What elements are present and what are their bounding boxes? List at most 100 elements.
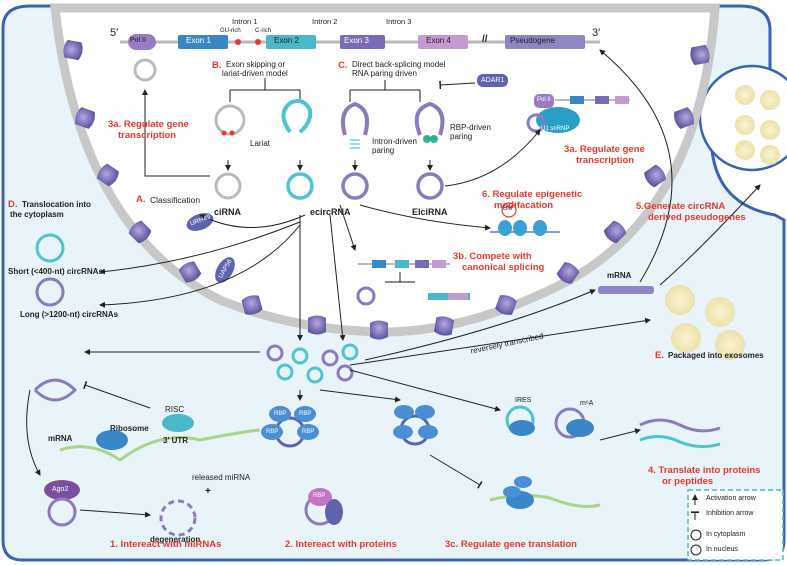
- func-4b: or peptides: [662, 476, 714, 487]
- func-3a-right2: transcription: [576, 155, 635, 166]
- five-prime-label: 5′: [110, 27, 119, 39]
- model-b-text: Exon skipping or: [226, 60, 286, 69]
- legend-nucleus: In nucleus: [706, 546, 738, 553]
- func-5b: derived pseudogenes: [648, 212, 746, 223]
- rbp-2: RBP: [299, 411, 312, 417]
- exosome-e-text: Packaged into exosomes: [668, 351, 764, 360]
- intron2-label: Intron 2: [312, 17, 338, 26]
- degeneration-label: degeneration: [150, 535, 201, 544]
- ciRNA-label: ciRNA: [214, 207, 242, 217]
- ecircRNA-circle-a: [286, 172, 314, 200]
- pol2-label: Pol II: [130, 37, 146, 44]
- model-c-letter: C.: [338, 60, 348, 71]
- risc-shape: [162, 414, 194, 432]
- exon4-label: Exon 4: [426, 36, 451, 45]
- gu-rich-label: GU-rich: [220, 28, 241, 34]
- rbp-4: RBP: [302, 429, 315, 435]
- rbp-5: RBP: [313, 493, 326, 499]
- func-3c: 3c. Regulate gene translation: [445, 539, 577, 550]
- func-1: 1. Intereact with miRNAs: [110, 539, 222, 550]
- break-mark: //: [482, 34, 488, 45]
- exon3-label: Exon 3: [344, 36, 369, 45]
- nuclear-pores: [63, 39, 710, 340]
- ago2-shape: [44, 480, 80, 500]
- pol2-ring: [133, 58, 157, 82]
- exon1-label: Exon 1: [186, 36, 211, 45]
- exon2-label: Exon 2: [274, 36, 299, 45]
- rbp-1: RBP: [274, 411, 287, 417]
- adar1-badge: ADAR1: [477, 74, 509, 88]
- func-d-text2: the cytoplasm: [10, 210, 64, 219]
- exon4-block: [418, 35, 468, 49]
- ciRNA-circle: [214, 172, 242, 200]
- pol2-right-label: Pol II: [537, 97, 551, 103]
- lariat-shape: [281, 99, 313, 134]
- pol2-shape: [128, 34, 156, 50]
- rbp-driven-label2: paring: [450, 132, 473, 141]
- class-a-text: Classification: [150, 195, 201, 205]
- exon2-block: [266, 35, 316, 49]
- func-d-text: Translocation into: [22, 200, 91, 209]
- func-4: 4. Translate into proteins: [648, 465, 761, 476]
- func-d-letter: D.: [8, 199, 18, 210]
- rbp-3: RBP: [266, 429, 279, 435]
- class-a-letter: A.: [136, 194, 146, 205]
- exosome-particles: [665, 85, 780, 360]
- model-b-letter: B.: [212, 60, 222, 71]
- nucleus: [49, 3, 720, 337]
- func-3b2: canonical splicing: [462, 262, 545, 273]
- intron-paring-loop: [341, 101, 369, 136]
- risc-label: RISC: [165, 405, 185, 414]
- mrna-bar: [598, 286, 654, 294]
- c-rich-label: C-rich: [255, 28, 271, 34]
- short-label: Short (<400-nt) circRNAs: [8, 267, 103, 276]
- ires-label: IRES: [515, 397, 532, 404]
- legend-inhibition: Inhibition arrow: [706, 510, 754, 517]
- m6a-label: m⁶A: [580, 400, 594, 407]
- long-label: Long (>1200-nt) circRNAs: [20, 310, 119, 319]
- mrna-left-label: mRNA: [48, 434, 73, 443]
- func-5: 5.Generate circRNA: [636, 201, 726, 212]
- lariat-label: Lariat: [250, 139, 271, 148]
- exon1-block: [178, 35, 228, 49]
- intron1-label: Intron 1: [232, 17, 258, 26]
- EIciRNA-circle: [416, 172, 444, 200]
- func-3a-left2: transcription: [118, 130, 177, 141]
- c-rich-site: [255, 39, 261, 45]
- exon3-block: [340, 35, 385, 49]
- circrna-cluster: [266, 343, 359, 384]
- ecircRNA-label: ecircRNA: [310, 207, 351, 217]
- func-6b: modifacation: [494, 200, 554, 211]
- legend-box: [687, 489, 784, 561]
- model-c-text: Direct back-splicing model: [352, 60, 446, 69]
- exosome-e-letter: E.: [655, 350, 664, 361]
- ecircRNA-circle-b: [341, 172, 369, 200]
- released-label: released miRNA: [192, 473, 251, 482]
- plus-sign: +: [205, 486, 211, 497]
- pseudogene-label: Pseudogene: [510, 36, 555, 45]
- ribosome-shape: [96, 430, 128, 450]
- pseudogene-block: [505, 35, 585, 49]
- model-b-text2: lariat-driven model: [222, 69, 288, 78]
- short-circrna: [35, 233, 65, 263]
- rbp-paring-loop: [414, 101, 445, 136]
- long-circrna: [35, 277, 65, 307]
- three-prime-label: 3′: [592, 27, 601, 39]
- utr-label: 3′ UTR: [163, 436, 189, 445]
- gu-rich-site: [235, 39, 241, 45]
- u1-snrnp-shape: [536, 107, 580, 133]
- legend-cytoplasm: In cytoplasm: [706, 531, 746, 538]
- intron-driven-label: Intron-driven: [372, 137, 417, 146]
- u1-snrnp-label: U1 snRNP: [541, 126, 570, 132]
- intron3-label: Intron 3: [386, 17, 412, 26]
- mrna-mid-label: mRNA: [607, 271, 632, 280]
- rbp-driven-label: RBP-driven: [450, 123, 491, 132]
- dm-label: DM: [503, 206, 513, 212]
- func-2: 2. Intereact with proteins: [285, 539, 397, 550]
- EIciRNA-label: EIciRNA: [412, 207, 448, 217]
- ribosome-label: Ribosome: [110, 424, 149, 433]
- func-3a-left: 3a. Regulate gene: [108, 119, 189, 130]
- legend-activation: Activation arrow: [706, 495, 756, 502]
- func-3b: 3b. Compete with: [453, 251, 532, 262]
